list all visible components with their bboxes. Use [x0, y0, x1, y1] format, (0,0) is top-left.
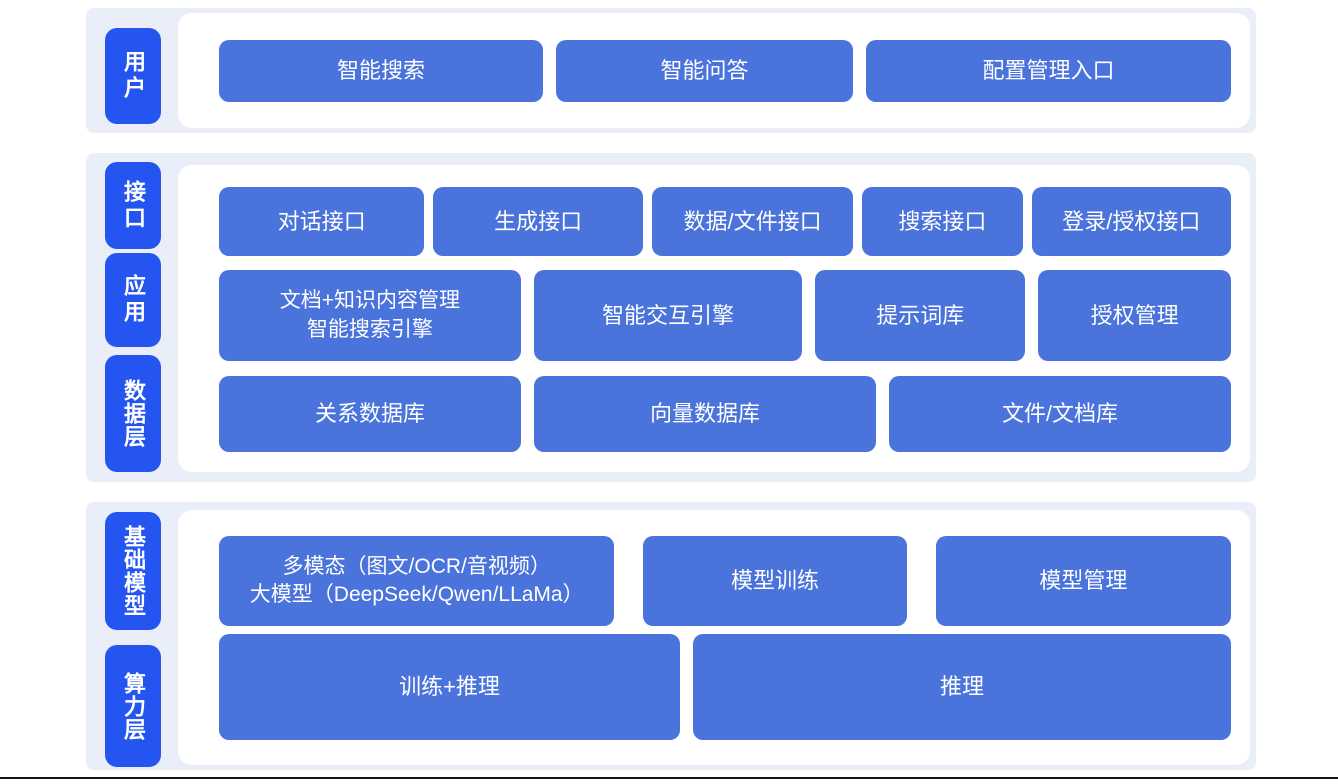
layer-label-user: 用户 — [105, 28, 161, 124]
node-doc-knowledge-search-engine: 文档+知识内容管理 智能搜索引擎 — [219, 270, 521, 361]
model-row: 多模态（图文/OCR/音视频） 大模型（DeepSeek/Qwen/LLaMa）… — [219, 536, 1232, 626]
node-smart-qa: 智能问答 — [556, 39, 853, 102]
user-layer-row: 智能搜索 智能问答 配置管理入口 — [219, 39, 1231, 102]
middle-layers-panel: 对话接口 生成接口 数据/文件接口 搜索接口 登录/授权接口 文档+知识内容管理… — [178, 165, 1250, 472]
node-login-auth-api: 登录/授权接口 — [1031, 187, 1231, 256]
node-model-management: 模型管理 — [935, 536, 1232, 626]
foundation-layers-panel: 多模态（图文/OCR/音视频） 大模型（DeepSeek/Qwen/LLaMa）… — [178, 510, 1250, 765]
layer-label-foundation-model: 基础模型 — [105, 512, 161, 630]
node-interaction-engine: 智能交互引擎 — [533, 270, 803, 361]
compute-row: 训练+推理 推理 — [219, 634, 1231, 740]
application-row: 文档+知识内容管理 智能搜索引擎 智能交互引擎 提示词库 授权管理 — [219, 270, 1231, 361]
layer-label-compute: 算力层 — [105, 645, 161, 767]
bottom-rule — [0, 777, 1338, 779]
node-auth-management: 授权管理 — [1038, 270, 1231, 361]
node-generation-api: 生成接口 — [433, 187, 643, 256]
foundation-layers-band: 基础模型 算力层 多模态（图文/OCR/音视频） 大模型（DeepSeek/Qw… — [86, 502, 1256, 770]
node-search-api: 搜索接口 — [862, 187, 1023, 256]
user-layer-band: 用户 智能搜索 智能问答 配置管理入口 — [86, 8, 1256, 133]
node-inference: 推理 — [693, 634, 1231, 740]
middle-layers-band: 接口 应用 数据层 对话接口 生成接口 数据/文件接口 搜索接口 登录/授权接口… — [86, 153, 1256, 482]
node-prompt-library: 提示词库 — [815, 270, 1026, 361]
node-dialog-api: 对话接口 — [219, 187, 425, 256]
data-row: 关系数据库 向量数据库 文件/文档库 — [219, 376, 1231, 452]
user-layer-panel: 智能搜索 智能问答 配置管理入口 — [178, 13, 1250, 128]
node-file-doc-store: 文件/文档库 — [889, 376, 1231, 452]
node-relational-db: 关系数据库 — [219, 376, 521, 452]
node-model-training: 模型训练 — [643, 536, 907, 626]
layer-label-application: 应用 — [105, 253, 161, 347]
layer-label-data: 数据层 — [105, 355, 161, 472]
node-config-management-entry: 配置管理入口 — [866, 39, 1231, 102]
layer-label-interface: 接口 — [105, 162, 161, 249]
node-training-inference: 训练+推理 — [219, 634, 680, 740]
node-multimodal-llm: 多模态（图文/OCR/音视频） 大模型（DeepSeek/Qwen/LLaMa） — [219, 536, 615, 626]
node-smart-search: 智能搜索 — [219, 39, 543, 102]
node-vector-db: 向量数据库 — [534, 376, 876, 452]
interface-row: 对话接口 生成接口 数据/文件接口 搜索接口 登录/授权接口 — [219, 187, 1231, 256]
node-data-file-api: 数据/文件接口 — [651, 187, 854, 256]
